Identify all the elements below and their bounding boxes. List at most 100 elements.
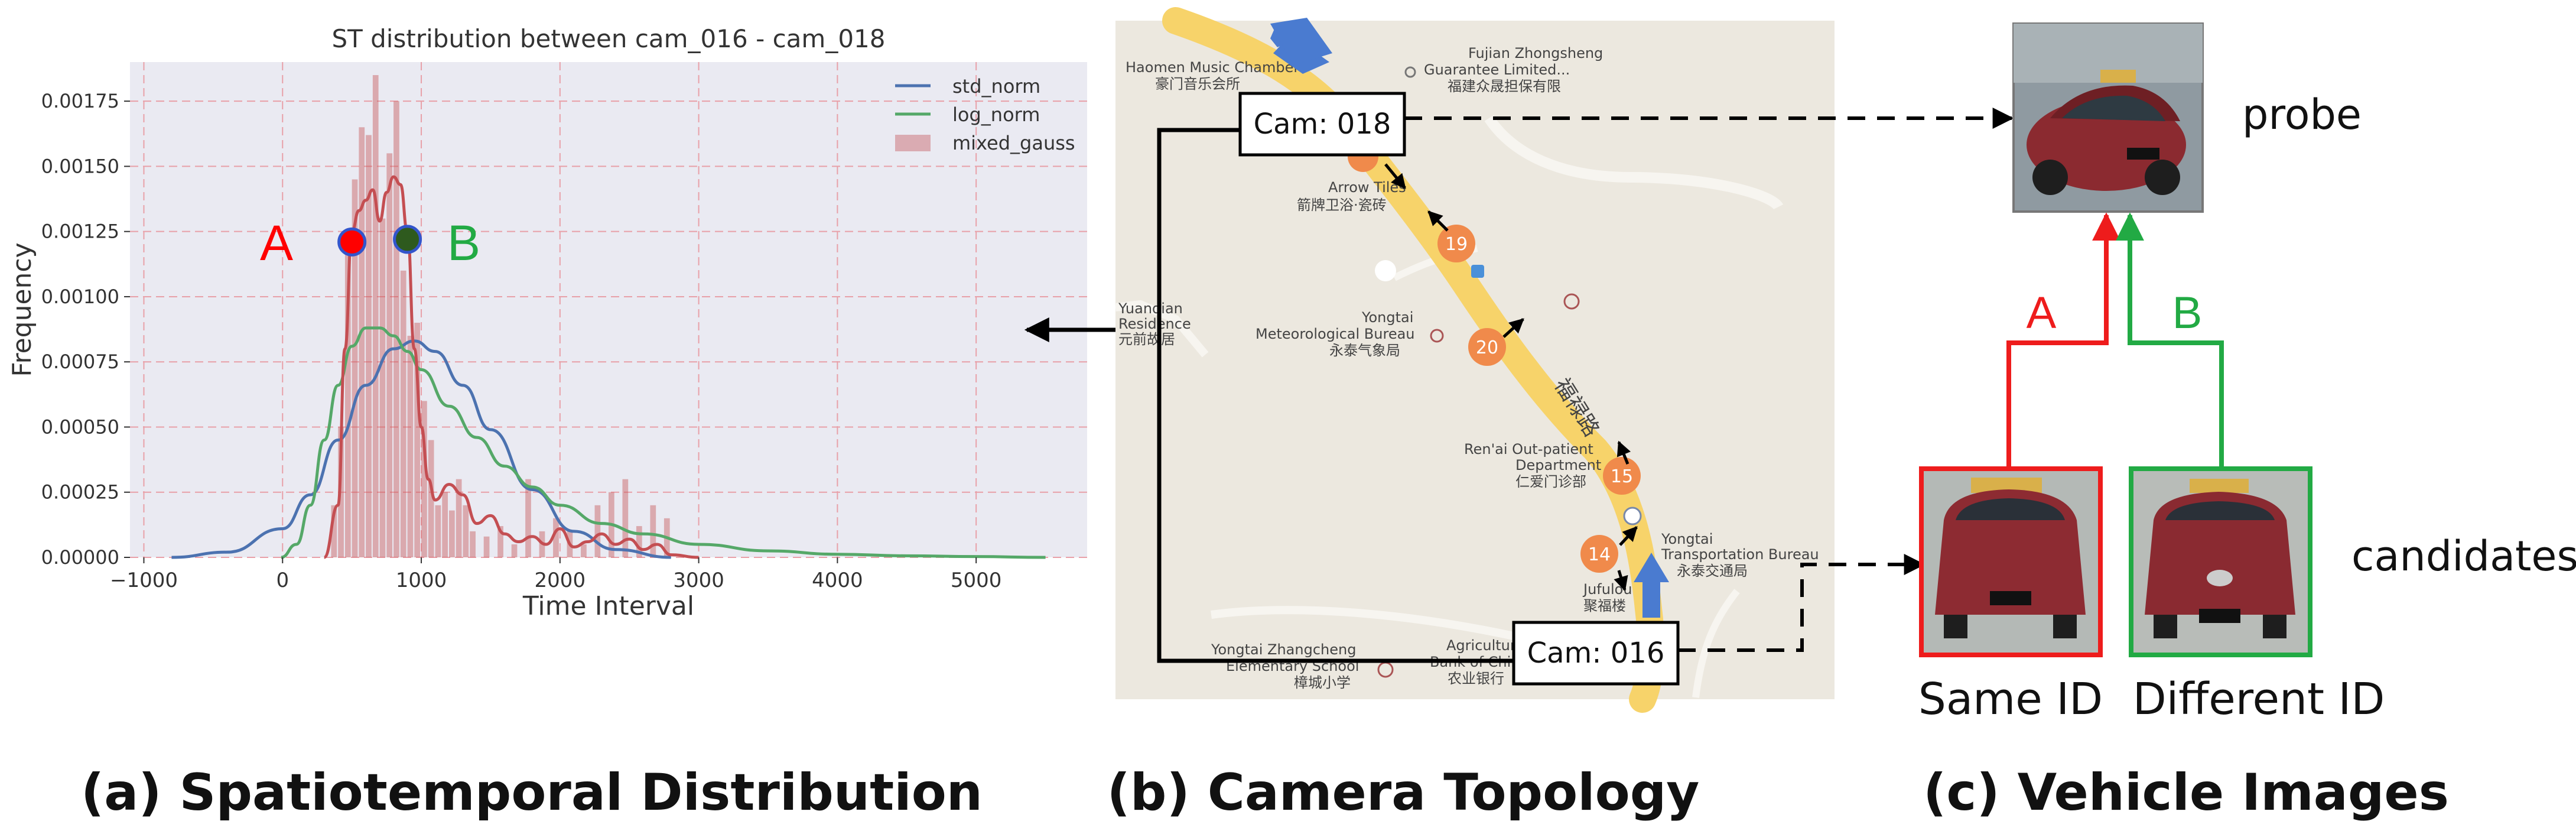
route-marker-number: 14 (1588, 544, 1611, 565)
caption-c: (c) Vehicle Images (1923, 763, 2449, 822)
candidate-same-id-image (1919, 466, 2103, 657)
histogram-bar (400, 270, 406, 557)
y-tick-label: 0.00000 (41, 546, 119, 569)
place-en: Yongtai Zhangcheng (1211, 641, 1356, 658)
camera-016-box (1512, 621, 1680, 686)
legend-label-mixed-gauss: mixed_gauss (952, 132, 1075, 154)
legend: std_norm log_norm mixed_gauss (895, 75, 1075, 154)
bus-stop-icon (1471, 265, 1484, 278)
series-lines (171, 175, 1046, 559)
place-cn: 永泰交通局 (1677, 563, 1748, 579)
minor-road (1692, 589, 1740, 698)
legend-label-std-norm: std_norm (952, 75, 1040, 98)
different-id-label: Different ID (2133, 674, 2385, 725)
camera-016-label: Cam: 016 (1527, 637, 1665, 670)
histogram-bar (372, 75, 379, 558)
y-ticks: 0.000000.000250.000500.000750.001000.001… (41, 90, 130, 569)
camera-topology-link (1157, 128, 1514, 663)
place-cn: 樟城小学 (1294, 674, 1351, 691)
y-tick-label: 0.00050 (41, 416, 119, 438)
minor-road (1484, 115, 1784, 210)
histogram-bar (622, 479, 629, 557)
place-cn: 聚福楼 (1583, 598, 1626, 614)
path-b-arrow (2116, 212, 2224, 469)
route-marker-number: 20 (1476, 338, 1498, 358)
poi-icon (1430, 329, 1444, 343)
y-tick-label: 0.00125 (41, 220, 119, 243)
x-tick-label: 0 (276, 569, 289, 592)
place-en: Yuanqian (1118, 300, 1183, 317)
point-marker-b (393, 225, 422, 254)
histogram-bar (386, 153, 393, 557)
histogram-bar (442, 492, 448, 557)
place-en: Yongtai (1661, 531, 1713, 547)
point-markers (337, 225, 422, 257)
caption-a: (a) Spatiotemporal Distribution (81, 763, 983, 822)
direction-arrow (1384, 163, 1406, 189)
histogram-bar (553, 518, 559, 557)
place-en: Transportation Bureau (1661, 546, 1819, 563)
histogram-bar (581, 544, 587, 557)
poi-icon (1623, 507, 1642, 525)
series-line-log-norm (281, 326, 1046, 559)
place-en: Guarantee Limited... (1424, 61, 1570, 78)
camera-018-heading-icon (1270, 18, 1332, 65)
path-a-arrow (2006, 212, 2120, 469)
place-en: Meteorological Bureau (1256, 326, 1415, 342)
legend-label-log-norm: log_norm (952, 103, 1040, 126)
direction-arrow (1614, 570, 1628, 592)
place-cn: 仁爱门诊部 (1515, 473, 1586, 490)
histogram-bar (331, 505, 337, 557)
histogram-bar (449, 510, 455, 557)
x-tick-label: 5000 (951, 569, 1002, 592)
same-id-label: Same ID (1918, 674, 2103, 725)
histogram-bar (435, 505, 441, 557)
place-en: Department (1515, 457, 1601, 473)
route-marker-number: 15 (1611, 466, 1633, 487)
histogram-bar (483, 536, 490, 557)
y-axis-label: Frequency (7, 242, 37, 377)
candidates-label: candidates (2351, 532, 2576, 580)
legend-swatch-mixed-gauss (895, 135, 931, 151)
histogram-bar (470, 531, 476, 557)
histogram-bar (650, 505, 656, 557)
probe-image (2012, 22, 2204, 213)
camera-018-box (1238, 92, 1406, 157)
histogram-bar (428, 440, 434, 557)
poi-icon (1404, 66, 1416, 78)
histogram-bar (379, 218, 386, 557)
place-cn: 福建众晟担保有限 (1448, 78, 1561, 95)
place-en: Fujian Zhongsheng (1468, 45, 1603, 61)
histogram-bar (366, 135, 372, 557)
histogram-bar (636, 526, 642, 557)
route-marker-number: 19 (1445, 234, 1468, 255)
place-en: Arrow Tiles (1328, 179, 1406, 196)
histogram-bar (421, 401, 427, 557)
poi-icon (1375, 260, 1396, 281)
camera-018-label: Cam: 018 (1254, 108, 1391, 141)
place-cn: 豪门音乐会所 (1155, 76, 1240, 92)
histogram-bar (525, 479, 531, 557)
route-marker-19: 19 (1437, 225, 1475, 262)
candidates-link-arrow (1678, 554, 1926, 652)
point-marker-a (337, 227, 367, 257)
route-marker-20: 20 (1468, 328, 1506, 366)
x-tick-label: 1000 (396, 569, 447, 592)
y-tick-label: 0.00100 (41, 285, 119, 308)
histogram-bar (359, 127, 365, 557)
route-marker-14: 14 (1580, 535, 1618, 573)
marker-label-a: A (260, 215, 293, 271)
route-marker-15: 15 (1603, 457, 1641, 495)
histogram-bar (497, 526, 503, 557)
probe-label: probe (2242, 90, 2362, 139)
histogram-bar (456, 479, 462, 557)
poi-icon (1563, 293, 1580, 310)
vehicle-images: probe A B candidates Same ID (1918, 22, 2576, 725)
y-tick-label: 0.00150 (41, 155, 119, 177)
histogram-bar (463, 505, 469, 557)
histogram-bar (344, 244, 351, 558)
x-tick-label: 4000 (812, 569, 863, 592)
